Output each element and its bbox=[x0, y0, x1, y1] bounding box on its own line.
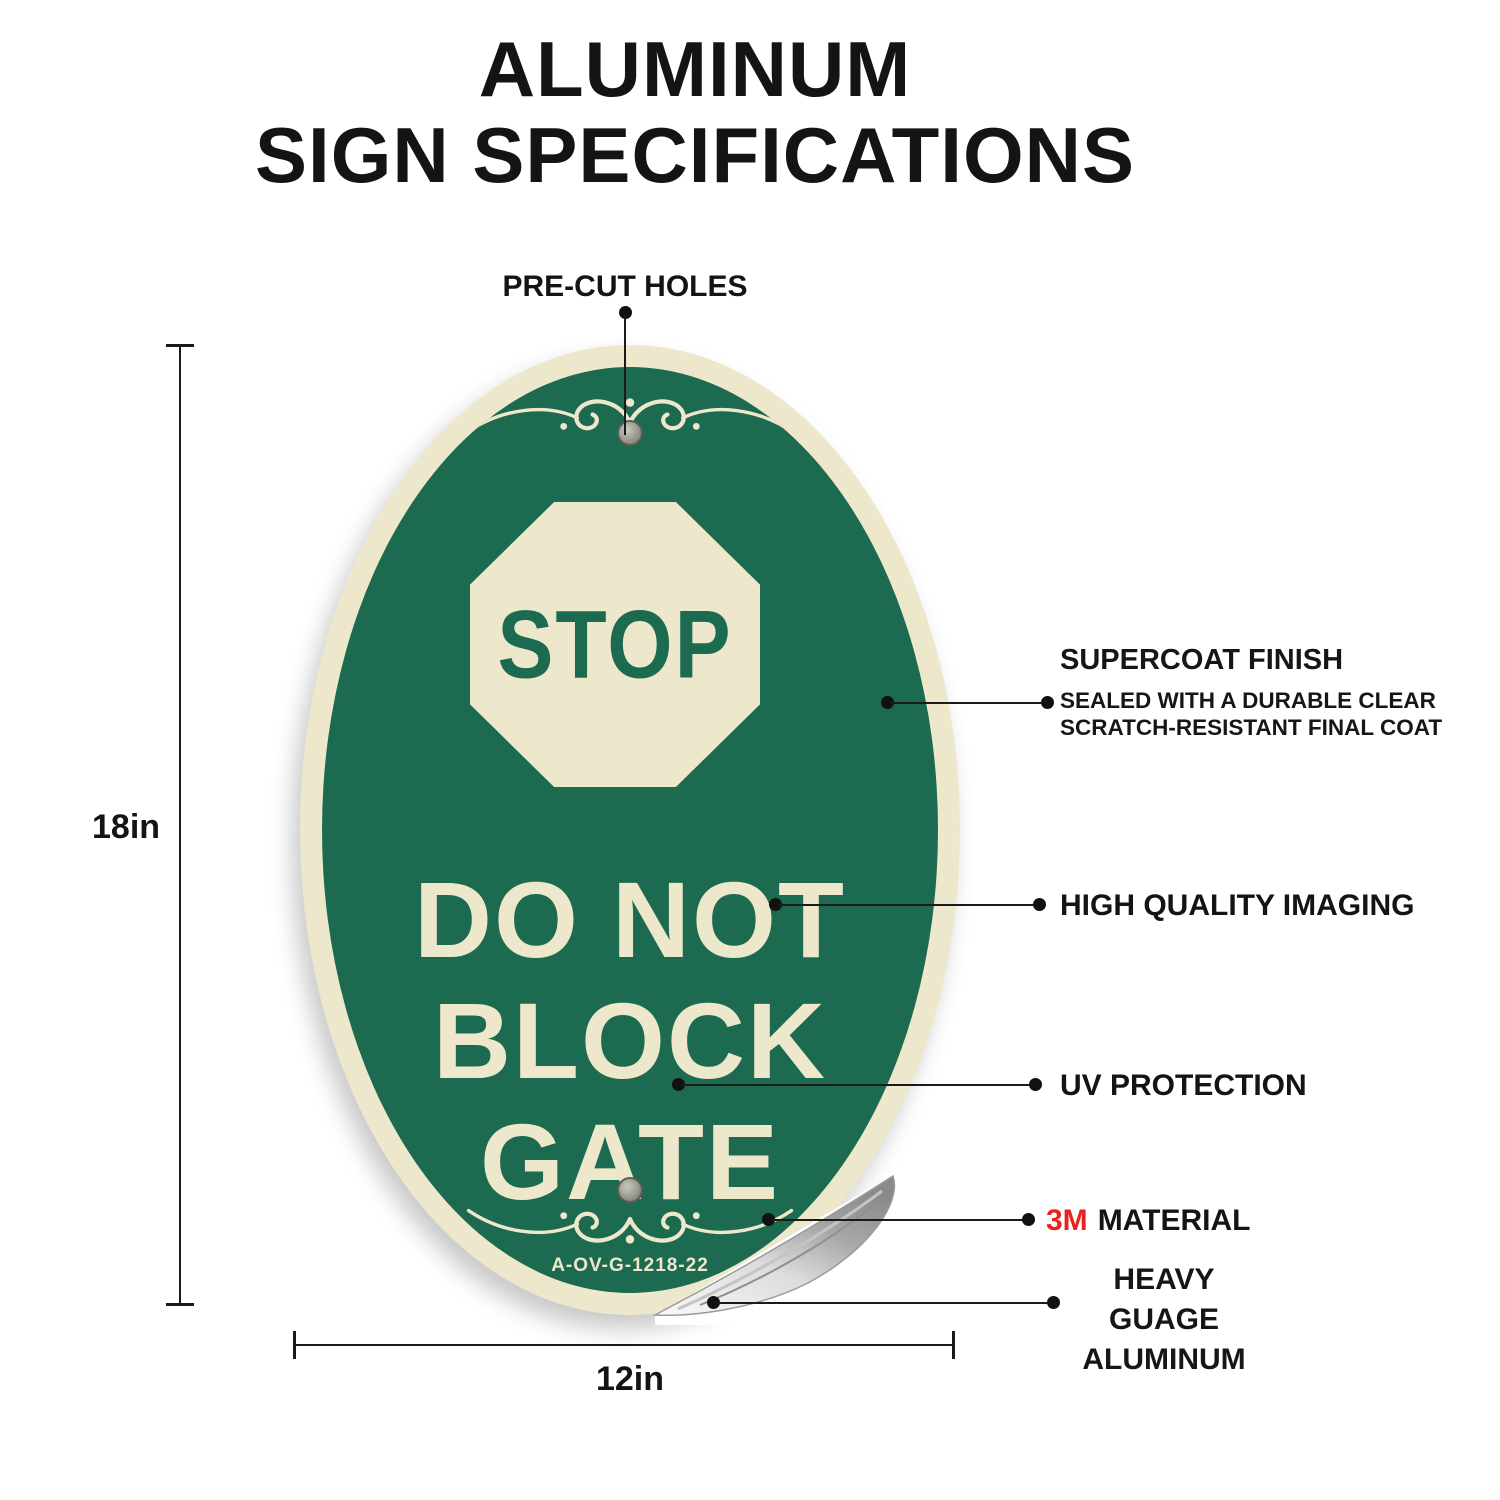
callout-supercoat-subline2: SCRATCH-RESISTANT FINAL COAT bbox=[1060, 715, 1443, 740]
height-dimension-cap-top bbox=[166, 344, 194, 347]
width-dimension-cap-left bbox=[293, 1331, 296, 1359]
precut-hole-top bbox=[617, 420, 643, 446]
callout-material-line bbox=[771, 1219, 1029, 1221]
title-line1: ALUMINUM bbox=[478, 25, 912, 113]
width-dimension-line bbox=[295, 1344, 955, 1346]
callout-aluminum-block: HEAVY GUAGE ALUMINUM bbox=[1064, 1260, 1264, 1380]
flourish-ornament-bottom-icon bbox=[466, 1208, 794, 1244]
callout-material-label: 3M MATERIAL bbox=[1046, 1204, 1250, 1238]
callout-imaging-sign-dot bbox=[769, 898, 782, 911]
callout-aluminum-sign-dot bbox=[707, 1296, 720, 1309]
callout-precut-holes-line bbox=[624, 315, 626, 435]
callout-imaging-label: HIGH QUALITY IMAGING bbox=[1060, 889, 1415, 922]
message-line-2: BLOCK bbox=[433, 980, 827, 1101]
height-dimension-label: 18in bbox=[92, 808, 161, 846]
callout-aluminum-line2: ALUMINUM bbox=[1082, 1343, 1246, 1376]
title-line2: SIGN SPECIFICATIONS bbox=[255, 111, 1135, 199]
page-title: ALUMINUM SIGN SPECIFICATIONS bbox=[0, 26, 1390, 198]
material-brand-3m: 3M bbox=[1046, 1204, 1088, 1237]
callout-material-sign-dot bbox=[762, 1213, 775, 1226]
callout-imaging-line bbox=[778, 904, 1040, 906]
callout-supercoat-label: SUPERCOAT FINISH bbox=[1060, 644, 1344, 676]
callout-uv-label: UV PROTECTION bbox=[1060, 1069, 1307, 1102]
callout-supercoat-block: SUPERCOAT FINISH SEALED WITH A DURABLE C… bbox=[1060, 644, 1442, 741]
callout-supercoat-subline1: SEALED WITH A DURABLE CLEAR bbox=[1060, 688, 1436, 713]
callout-uv-end-dot bbox=[1029, 1078, 1042, 1091]
callout-uv-line bbox=[681, 1084, 1036, 1086]
callout-precut-holes-label: PRE-CUT HOLES bbox=[502, 270, 748, 303]
flourish-ornament-top-icon bbox=[466, 398, 794, 434]
callout-uv-sign-dot bbox=[672, 1078, 685, 1091]
callout-supercoat-line bbox=[890, 702, 1048, 704]
callout-imaging-end-dot bbox=[1033, 898, 1046, 911]
callout-supercoat-end-dot bbox=[1041, 696, 1054, 709]
peel-corner bbox=[652, 1161, 990, 1325]
precut-hole-bottom bbox=[617, 1177, 643, 1203]
stop-label: STOP bbox=[497, 589, 733, 698]
height-dimension-line bbox=[179, 345, 181, 1305]
callout-aluminum-line bbox=[716, 1302, 1054, 1304]
callout-aluminum-line1: HEAVY GUAGE bbox=[1108, 1263, 1219, 1336]
width-dimension-cap-right bbox=[952, 1331, 955, 1359]
callout-aluminum-end-dot bbox=[1047, 1296, 1060, 1309]
callout-precut-holes-dot bbox=[619, 306, 632, 319]
model-number: A-OV-G-1218-22 bbox=[551, 1255, 709, 1276]
callout-material-end-dot bbox=[1022, 1213, 1035, 1226]
width-dimension-label: 12in bbox=[595, 1360, 665, 1398]
stop-octagon-icon: STOP bbox=[470, 502, 760, 787]
material-label-text: MATERIAL bbox=[1097, 1204, 1251, 1237]
callout-supercoat-sign-dot bbox=[881, 696, 894, 709]
oval-sign: STOP DO NOT BLOCK GATE A-OV-G-1218-22 bbox=[300, 345, 990, 1325]
height-dimension-cap-bottom bbox=[166, 1303, 194, 1306]
message-line-1: DO NOT bbox=[414, 859, 846, 980]
